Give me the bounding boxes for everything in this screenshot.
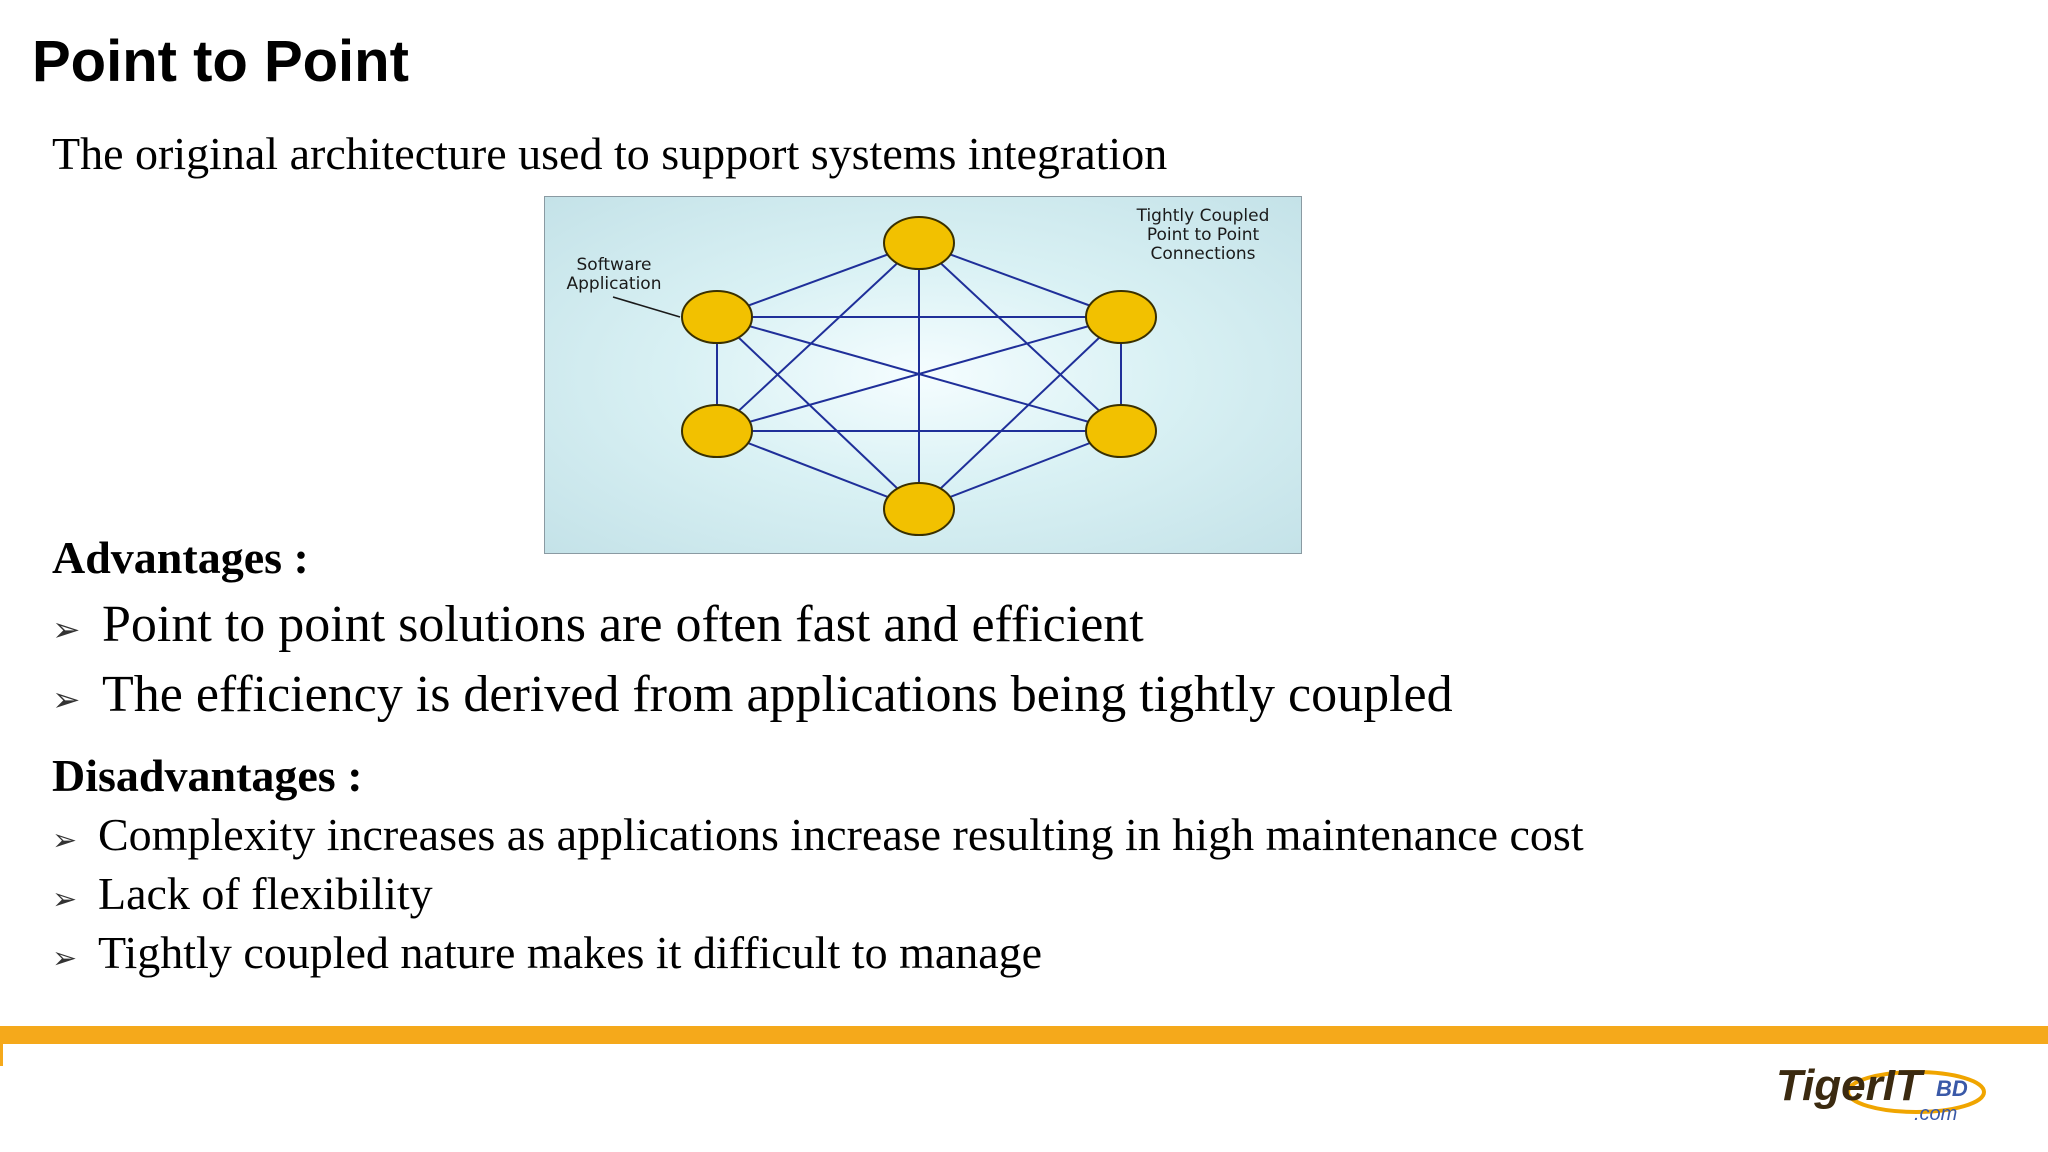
label-pointer-line bbox=[612, 296, 681, 318]
label-application: Application bbox=[567, 274, 662, 294]
advantages-heading: Advantages : bbox=[52, 532, 309, 583]
disadvantage-item: ➢ Tightly coupled nature makes it diffic… bbox=[52, 923, 1584, 982]
label-connections: Connections bbox=[1150, 244, 1255, 264]
connection-line bbox=[716, 242, 920, 318]
connection-line bbox=[918, 430, 1122, 510]
advantage-item: ➢ The efficiency is derived from applica… bbox=[52, 660, 1453, 730]
disadvantage-text: Tightly coupled nature makes it difficul… bbox=[98, 927, 1043, 978]
point-to-point-diagram: Software Application Tightly Coupled Poi… bbox=[544, 196, 1302, 554]
diagram-nodes bbox=[681, 216, 1157, 536]
connection-line bbox=[918, 316, 1122, 510]
diagram-edges bbox=[716, 242, 1122, 510]
arrow-bullet-icon: ➢ bbox=[52, 882, 78, 917]
disadvantage-item: ➢ Complexity increases as applications i… bbox=[52, 805, 1584, 864]
disadvantage-text: Lack of flexibility bbox=[98, 868, 433, 919]
logo-swoosh bbox=[1846, 1070, 1986, 1114]
label-tightly-coupled: Tightly Coupled bbox=[1136, 206, 1270, 226]
disadvantage-item: ➢ Lack of flexibility bbox=[52, 864, 1584, 923]
slide-subtitle: The original architecture used to suppor… bbox=[52, 128, 1168, 179]
application-node bbox=[1085, 404, 1157, 458]
footer-bar bbox=[0, 1026, 2048, 1044]
connection-line bbox=[918, 242, 1122, 318]
tigerit-logo: TigerIT BD .com bbox=[1776, 1061, 1986, 1125]
application-node bbox=[883, 216, 955, 270]
logo-suffix: BD bbox=[1936, 1076, 1968, 1101]
connection-line bbox=[716, 316, 1122, 432]
application-node bbox=[681, 404, 753, 458]
label-point-to-point: Point to Point bbox=[1147, 225, 1260, 245]
application-node bbox=[1085, 290, 1157, 344]
advantages-list: ➢ Point to point solutions are often fas… bbox=[52, 590, 1453, 730]
connection-line bbox=[716, 242, 920, 432]
label-software: Software bbox=[577, 255, 652, 275]
application-node bbox=[681, 290, 753, 344]
logo-domain: .com bbox=[1914, 1103, 1957, 1125]
application-node bbox=[883, 482, 955, 536]
arrow-bullet-icon: ➢ bbox=[52, 680, 81, 720]
arrow-bullet-icon: ➢ bbox=[52, 610, 81, 650]
connection-line bbox=[716, 316, 920, 510]
connection-line bbox=[716, 430, 920, 510]
disadvantages-list: ➢ Complexity increases as applications i… bbox=[52, 805, 1584, 982]
arrow-bullet-icon: ➢ bbox=[52, 823, 78, 858]
footer-tick bbox=[0, 1044, 3, 1066]
connection-line bbox=[918, 242, 1122, 432]
disadvantages-heading: Disadvantages : bbox=[52, 750, 363, 801]
slide-title: Point to Point bbox=[32, 29, 409, 94]
logo-text: TigerIT bbox=[1776, 1061, 1925, 1110]
disadvantage-text: Complexity increases as applications inc… bbox=[98, 809, 1584, 860]
advantage-text: The efficiency is derived from applicati… bbox=[102, 666, 1453, 723]
advantage-text: Point to point solutions are often fast … bbox=[102, 596, 1144, 653]
diagram-canvas: Software Application Tightly Coupled Poi… bbox=[567, 206, 1270, 536]
advantage-item: ➢ Point to point solutions are often fas… bbox=[52, 590, 1453, 660]
arrow-bullet-icon: ➢ bbox=[52, 941, 78, 976]
